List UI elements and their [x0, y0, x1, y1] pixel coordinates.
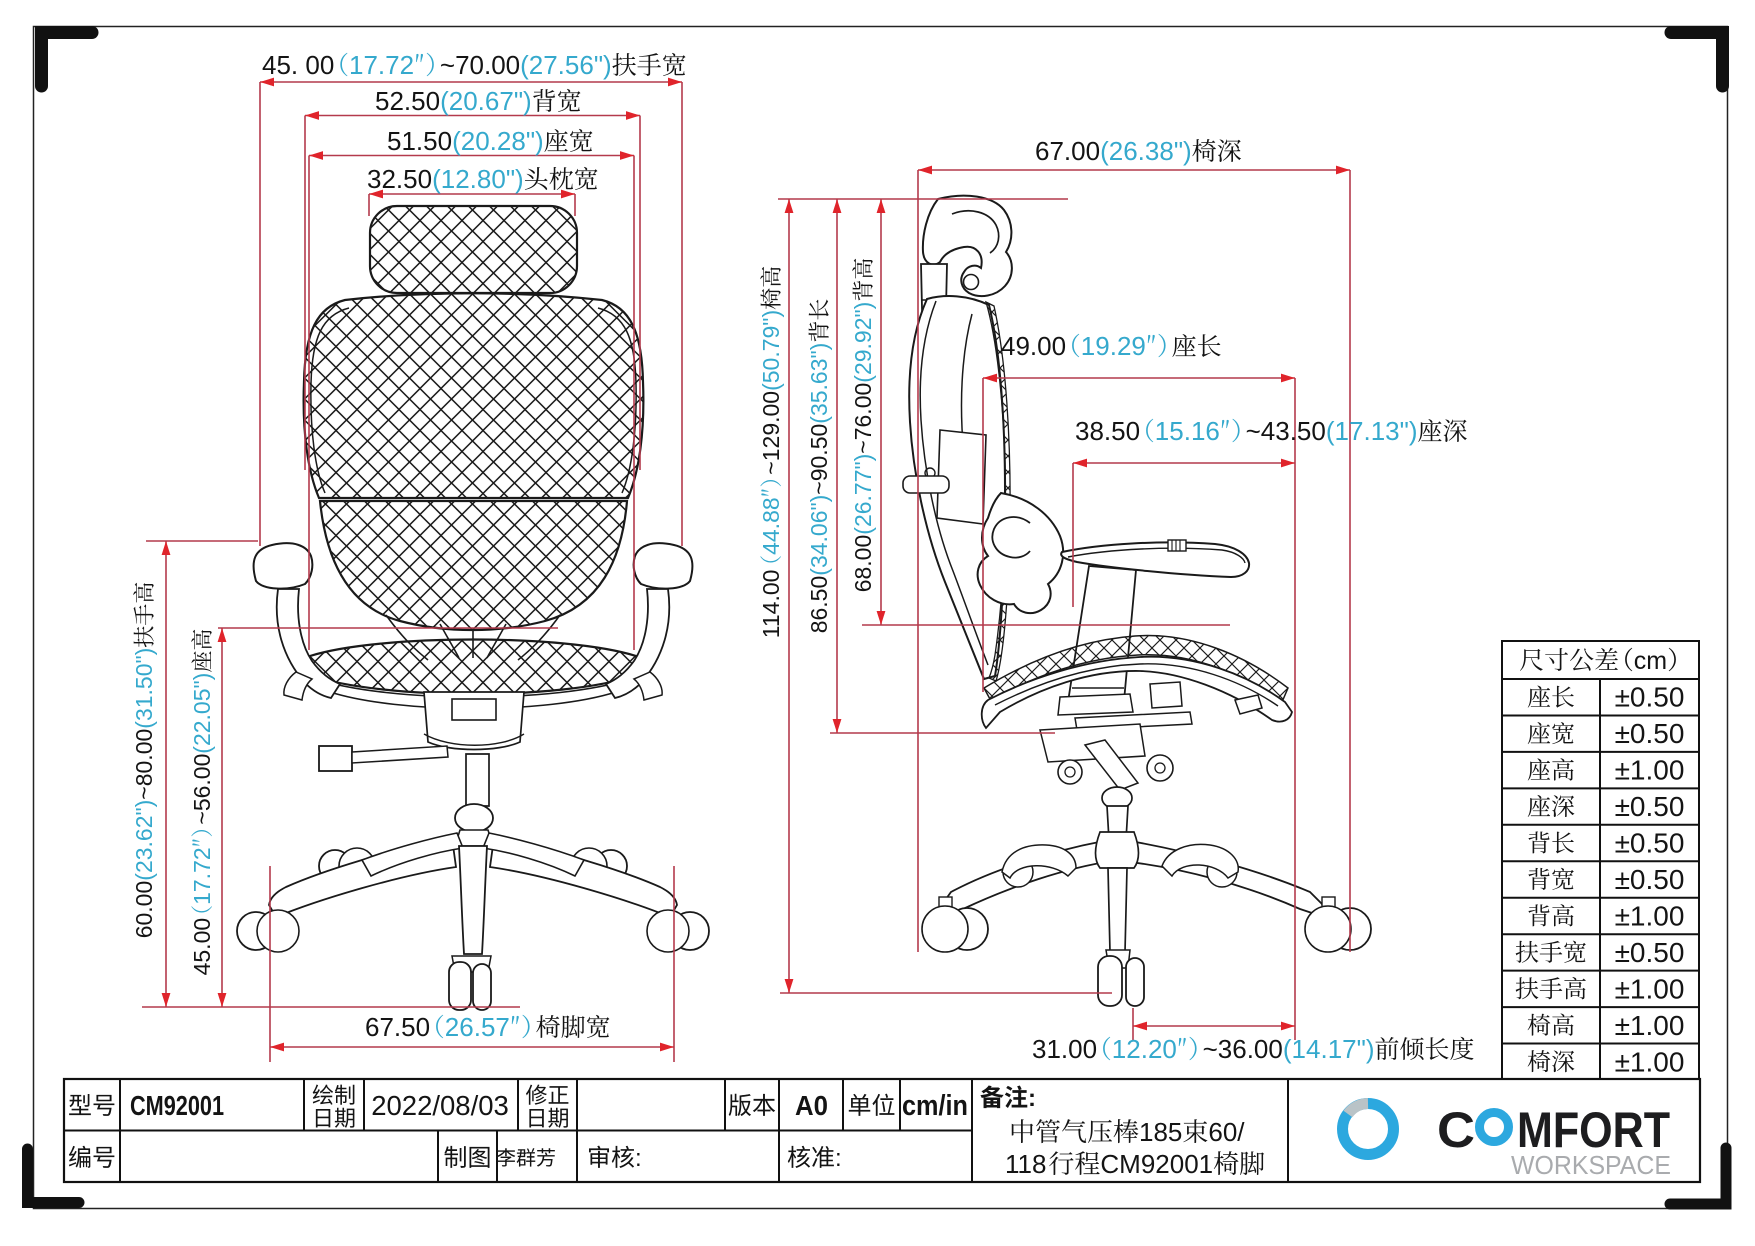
svg-text:(34.06"): (34.06"): [806, 495, 832, 576]
svg-text:C: C: [1437, 1102, 1475, 1158]
svg-text:(20.28"): (20.28"): [452, 126, 544, 156]
svg-text:118: 118: [1005, 1149, 1046, 1179]
svg-text:CM92001: CM92001: [1100, 1149, 1213, 1179]
svg-text:cm/in: cm/in: [902, 1090, 968, 1122]
svg-text:±1.00: ±1.00: [1615, 901, 1685, 932]
svg-text:~90.50: ~90.50: [806, 424, 832, 495]
svg-text:±0.50: ±0.50: [1615, 682, 1685, 713]
svg-text:(26.38"): (26.38"): [1100, 136, 1192, 166]
svg-text:2022/08/03: 2022/08/03: [371, 1090, 509, 1121]
svg-text::: :: [635, 1145, 642, 1172]
svg-text:(12.80"): (12.80"): [432, 164, 524, 194]
svg-text:(22.05"): (22.05"): [189, 673, 215, 754]
svg-text:±1.00: ±1.00: [1615, 755, 1685, 786]
svg-text:(35.63"): (35.63"): [806, 343, 832, 424]
svg-text:(14.17"): (14.17"): [1283, 1034, 1375, 1064]
svg-text:±1.00: ±1.00: [1615, 1046, 1685, 1077]
svg-text:38.50: 38.50: [1075, 416, 1140, 446]
svg-text:~70.00: ~70.00: [440, 50, 520, 80]
svg-text::: :: [835, 1145, 842, 1172]
svg-text:±0.50: ±0.50: [1615, 791, 1685, 822]
svg-text:15.16: 15.16: [1155, 416, 1220, 446]
svg-text:67.00: 67.00: [1035, 136, 1100, 166]
svg-text:±0.50: ±0.50: [1615, 718, 1685, 749]
svg-text:17.72: 17.72: [349, 50, 414, 80]
svg-text:(17.13"): (17.13"): [1326, 416, 1418, 446]
svg-text:CM92001: CM92001: [130, 1090, 224, 1121]
svg-text:86.50: 86.50: [806, 576, 832, 634]
svg-text:17.72: 17.72: [189, 847, 215, 905]
svg-text:19.29: 19.29: [1081, 331, 1146, 361]
svg-text:(26.77"): (26.77"): [850, 454, 876, 535]
svg-text:±0.50: ±0.50: [1615, 828, 1685, 859]
svg-text:(50.79"): (50.79"): [758, 310, 784, 391]
svg-text:A0: A0: [795, 1090, 828, 1121]
svg-text:cm: cm: [1634, 647, 1667, 675]
svg-text:32.50: 32.50: [367, 164, 432, 194]
svg-text:45. 00: 45. 00: [262, 50, 334, 80]
svg-text:44.88: 44.88: [758, 497, 784, 555]
svg-text:WORKSPACE: WORKSPACE: [1511, 1150, 1671, 1180]
svg-text:(27.56"): (27.56"): [520, 50, 612, 80]
svg-text:114.00: 114.00: [758, 570, 784, 639]
svg-text:52.50: 52.50: [375, 86, 440, 116]
svg-text:~76.00: ~76.00: [850, 383, 876, 454]
svg-text:±0.50: ±0.50: [1615, 937, 1685, 968]
svg-text:49.00: 49.00: [1001, 331, 1066, 361]
svg-text:68.00: 68.00: [850, 535, 876, 593]
svg-text:±1.00: ±1.00: [1615, 1010, 1685, 1041]
svg-text:MFORT: MFORT: [1517, 1102, 1670, 1158]
svg-text:±1.00: ±1.00: [1615, 973, 1685, 1004]
svg-text:(20.67"): (20.67"): [440, 86, 532, 116]
svg-text:(29.92"): (29.92"): [850, 302, 876, 383]
svg-text:26.57: 26.57: [445, 1012, 510, 1042]
svg-text:31.00: 31.00: [1032, 1034, 1097, 1064]
svg-text:~43.50: ~43.50: [1246, 416, 1326, 446]
svg-text:60.00: 60.00: [131, 881, 157, 939]
svg-text:~36.00: ~36.00: [1203, 1034, 1283, 1064]
svg-text:(23.62"): (23.62"): [131, 800, 157, 881]
svg-text:45.00: 45.00: [189, 918, 215, 976]
svg-text:~129.00: ~129.00: [758, 391, 784, 475]
svg-text:185: 185: [1139, 1117, 1182, 1147]
svg-text:12.20: 12.20: [1112, 1034, 1177, 1064]
svg-text:~80.00: ~80.00: [131, 729, 157, 800]
svg-text::: :: [1028, 1085, 1036, 1112]
svg-text:±0.50: ±0.50: [1615, 864, 1685, 895]
svg-text:67.50: 67.50: [365, 1012, 430, 1042]
svg-text:(31.50"): (31.50"): [131, 648, 157, 729]
svg-text:~56.00: ~56.00: [189, 754, 215, 825]
svg-text:60/: 60/: [1208, 1117, 1245, 1147]
svg-text:51.50: 51.50: [387, 126, 452, 156]
